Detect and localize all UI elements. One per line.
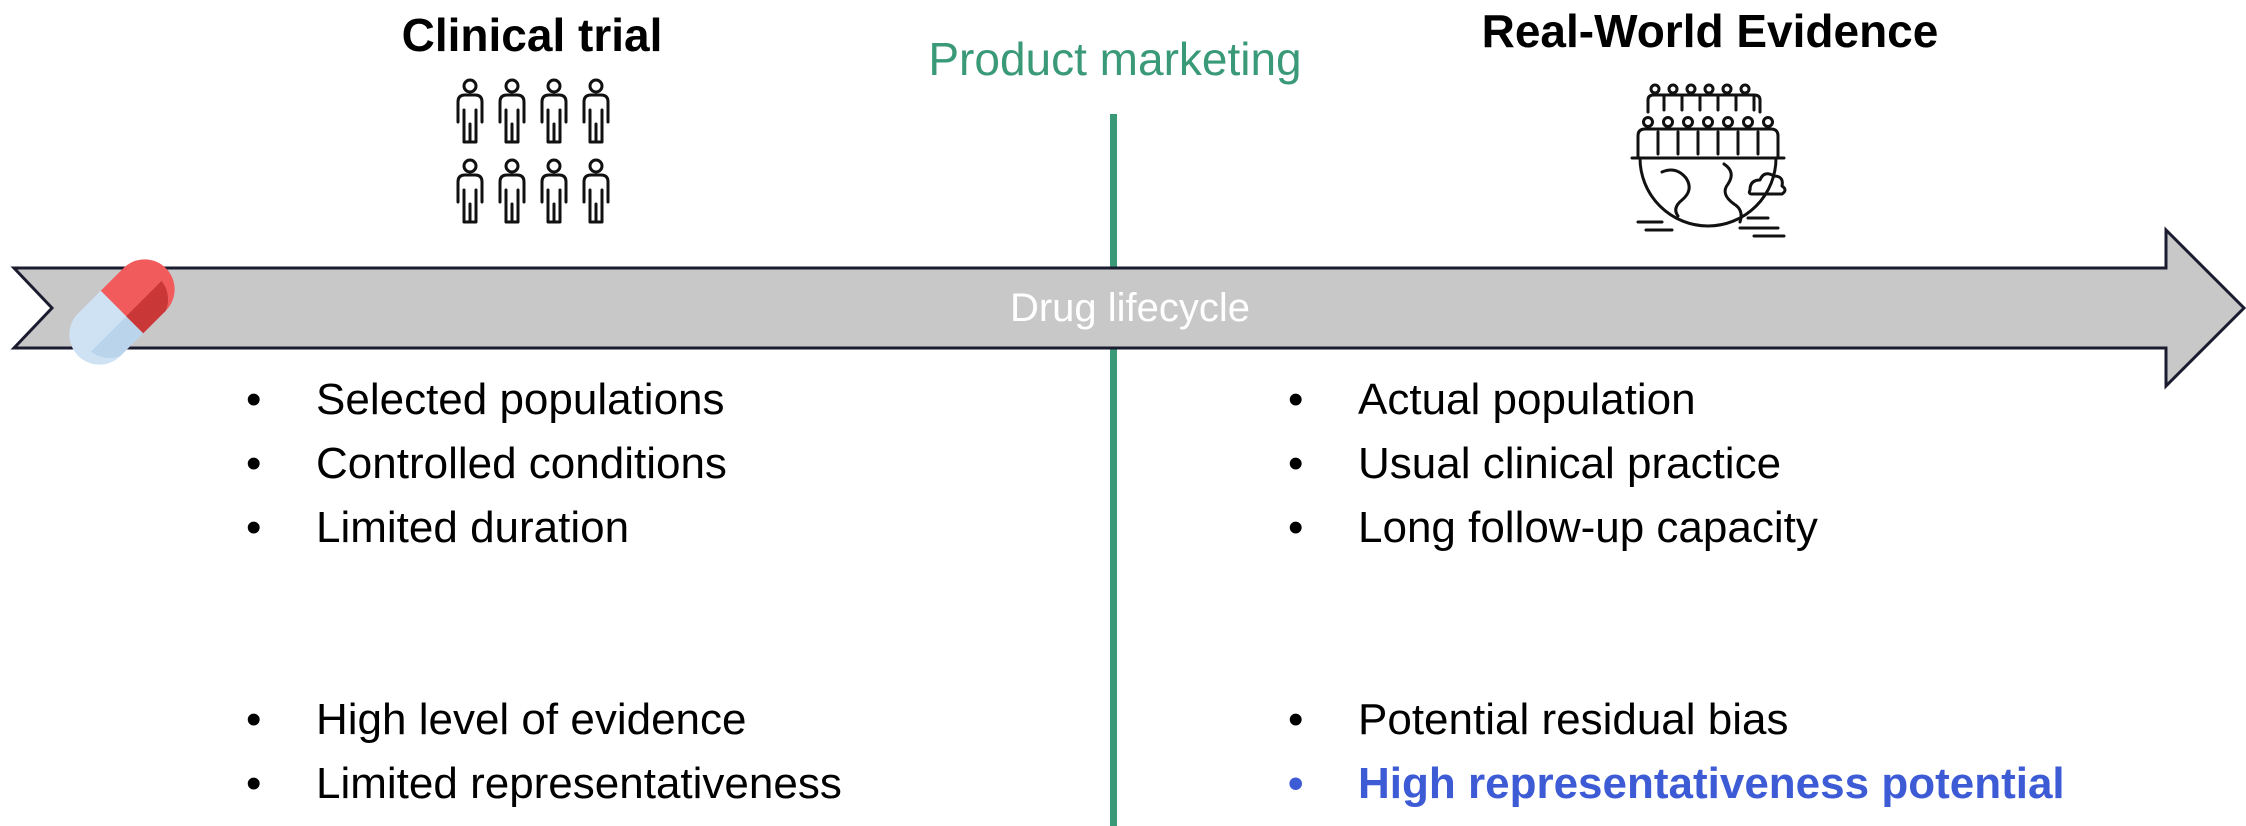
list-item: High level of evidence [246, 688, 842, 752]
list-item: Potential residual bias [1288, 688, 2065, 752]
rwe-characteristics-list: Actual population Usual clinical practic… [1288, 368, 1818, 560]
trial-participants-icon [456, 78, 610, 224]
product-marketing-divider [1110, 114, 1117, 826]
clinical-trial-characteristics-list: Selected populations Controlled conditio… [246, 368, 727, 560]
list-item: Long follow-up capacity [1288, 496, 1818, 560]
list-item: Usual clinical practice [1288, 432, 1818, 496]
list-item: Selected populations [246, 368, 727, 432]
real-world-evidence-title: Real-World Evidence [1481, 5, 1939, 57]
pill-capsule-icon [69, 259, 175, 365]
drug-lifecycle-arrow [10, 226, 2246, 390]
list-item: Limited duration [246, 496, 727, 560]
world-population-icon [1630, 83, 1787, 238]
highlighted-list-item: High representativeness potential [1288, 752, 2065, 816]
drug-lifecycle-label: Drug lifecycle [1009, 286, 1251, 330]
list-item: Controlled conditions [246, 432, 727, 496]
list-item: Limited representativeness [246, 752, 842, 816]
clinical-trial-assessment-list: High level of evidence Limited represent… [246, 688, 842, 816]
list-item: Actual population [1288, 368, 1818, 432]
clinical-trial-title: Clinical trial [401, 9, 663, 61]
lifecycle-arrow-shape [10, 226, 2246, 390]
product-marketing-label: Product marketing [928, 33, 1302, 85]
rwe-assessment-list: Potential residual bias High representat… [1288, 688, 2065, 816]
